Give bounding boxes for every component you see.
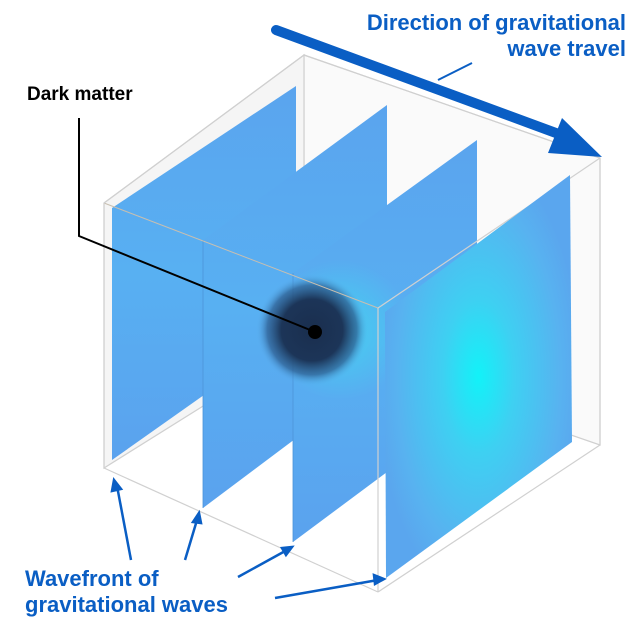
wavefront-plane-4: [385, 175, 572, 578]
dark-matter-dot: [308, 325, 322, 339]
wavefront-pointers: [110, 477, 387, 600]
direction-label: Direction of gravitational wave travel: [367, 10, 626, 62]
cube-front-edges: [103, 158, 601, 593]
dark-matter-pointer: [78, 118, 322, 339]
direction-label-line1: Direction of gravitational: [366, 10, 626, 35]
direction-label-line2: wave travel: [507, 35, 626, 61]
dark-matter-label: Dark matter: [27, 84, 133, 105]
direction-arrow-icon: [271, 25, 602, 157]
wavefront-label-line2: gravitational waves: [25, 591, 228, 617]
wavefront-label: Wavefront of gravitational waves: [25, 566, 228, 618]
wavefront-label-line1: Wavefront of: [25, 566, 159, 591]
